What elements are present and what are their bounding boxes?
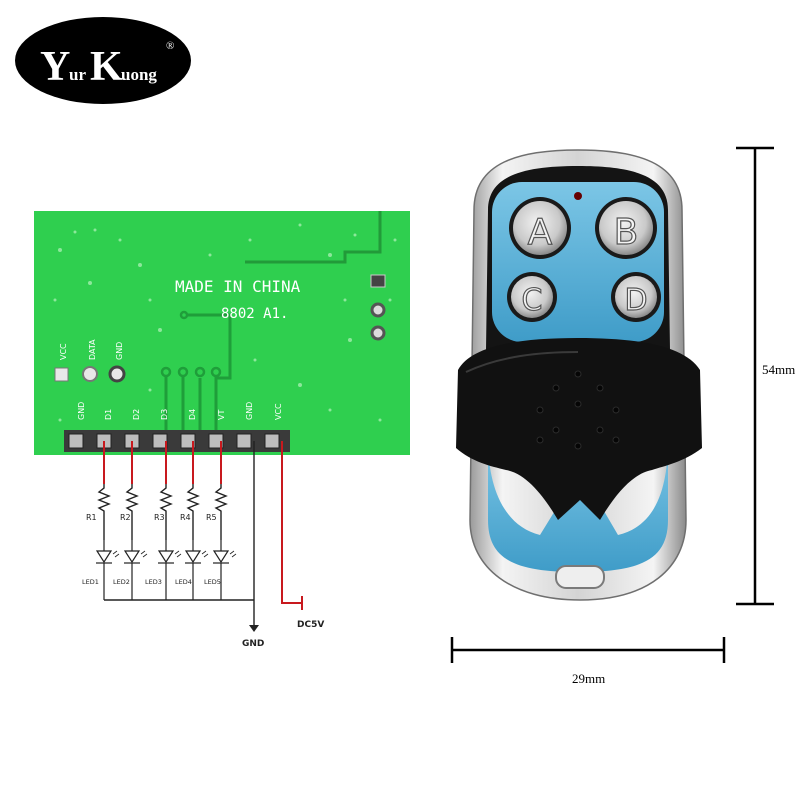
header-label: GND [245,402,254,420]
button-d-label: D [624,283,647,318]
gnd-pad [108,365,126,383]
header-pins [68,433,280,449]
header-label: D1 [104,409,113,420]
leds [95,540,230,600]
logo-text-ur: ur [69,65,86,84]
button-b-label: B [614,212,639,253]
pcb-made-in-label: MADE IN CHINA [175,277,301,296]
logo-oval [15,17,191,104]
square-pad [370,274,386,288]
antenna-trace [245,211,382,264]
width-dimension-label: 29mm [572,671,606,686]
button-a-label: A [528,212,553,253]
led-label: LED1 [82,578,99,586]
header-label: D2 [132,409,141,420]
resistor-label: R1 [86,513,97,522]
remote-control: A B C D [456,149,702,601]
pin-header [64,430,290,452]
logo-text-uong: uong [121,65,157,84]
led-label: LED2 [113,578,130,586]
vcc-pad [54,367,69,382]
pcb-model-label: 8802 A1. [221,306,288,322]
logo-registered-mark: ® [166,40,174,52]
brand-logo: Y ur K uong ® [15,17,191,104]
lower-accent [488,440,668,572]
pin-label-gnd: GND [115,342,124,360]
button-c[interactable]: C [507,272,557,322]
led-label: LED4 [175,578,192,586]
led-label: LED3 [145,578,162,586]
signal-wires [103,441,302,604]
gnd-label: GND [242,639,264,649]
pcb-traces [164,313,232,430]
height-dimension-label: 54mm [762,362,796,378]
round-pad [370,325,386,341]
resistor-label: R2 [120,513,131,522]
button-c-label: C [522,283,543,318]
round-pad [370,302,386,318]
trace-pads [160,310,222,378]
keyring-slot [555,565,605,589]
resistor-label: R3 [154,513,165,522]
receiver-module-diagram: MADE IN CHINA 8802 A1. VCC DATA GND GND … [34,211,410,649]
dc5v-label: DC5V [297,620,324,630]
resistor-label: R5 [206,513,217,522]
logo-letter-k: K [90,44,123,90]
button-b[interactable]: B [595,197,657,259]
pin-label-data: DATA [88,339,97,360]
led-label: LED5 [204,578,221,586]
data-pad [82,366,98,382]
button-a[interactable]: A [509,197,571,259]
header-label: VCC [274,403,283,420]
ground-bus [104,441,255,625]
resistor-label: R4 [180,513,191,522]
pin-label-vcc: VCC [59,343,68,360]
remote-grip-band [456,338,702,520]
button-d[interactable]: D [611,272,661,322]
indicator-led [574,192,582,200]
ground-arrow [249,625,259,632]
header-label: GND [77,402,86,420]
pcb-vias [53,223,397,422]
header-label: D3 [160,409,169,420]
resistors [97,484,228,540]
header-label: VT [217,410,226,420]
header-label: D4 [188,409,197,420]
speaker-holes [536,370,620,450]
logo-letter-y: Y [40,44,70,90]
